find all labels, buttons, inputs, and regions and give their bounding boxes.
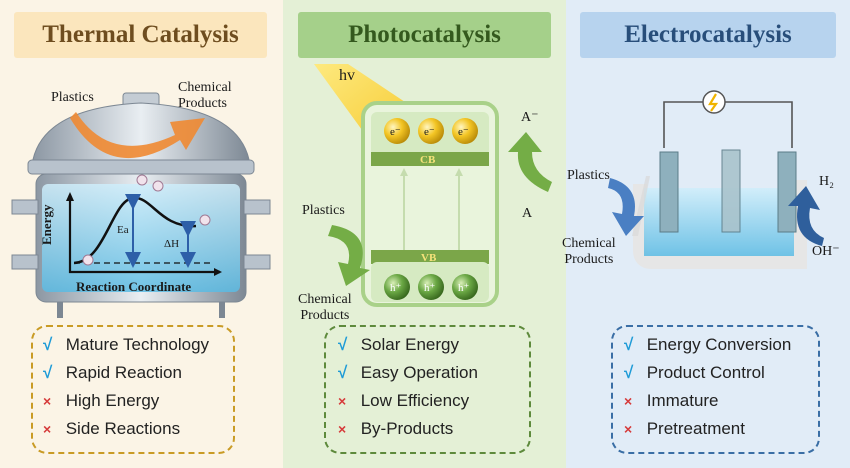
thermal-plastics-label: Plastics [51,90,94,105]
photo-feature-item: √ Easy Operation [338,363,478,383]
thermal-feature-item: √ Rapid Reaction [43,363,182,383]
photocatalyst-illustration [314,64,552,307]
photo-feature-text: Solar Energy [356,335,459,354]
check-icon: √ [624,363,634,382]
check-icon: √ [43,335,53,354]
cross-icon: × [43,393,52,409]
electro-feature-text: Product Control [642,363,765,382]
thermal-feature-text: High Energy [61,391,160,410]
check-icon: √ [43,363,53,382]
electro-feature-text: Immature [642,391,719,410]
anion-label: A⁻ [521,110,539,125]
enthalpy-label: ΔH [164,238,180,250]
activation-energy-label: Ea [117,224,129,236]
thermal-feature-item: × Side Reactions [43,419,180,439]
photo-feature-text: Easy Operation [356,363,478,382]
electro-feature-text: Pretreatment [642,419,745,438]
thermal-features-box [31,325,235,454]
electro-plastics-label: Plastics [567,168,610,183]
electro-feature-item: √ Energy Conversion [624,335,791,355]
thermal-title: Thermal Catalysis [14,12,267,58]
cb-label: CB [420,154,436,166]
electro-feature-item: √ Product Control [624,363,765,383]
electro-feature-text: Energy Conversion [642,335,792,354]
check-icon: √ [624,335,634,354]
thermal-feature-text: Side Reactions [61,419,181,438]
vb-label: VB [421,252,437,264]
light-label: hv [339,67,355,84]
electro-feature-item: × Pretreatment [624,419,745,439]
electron-2: e⁻ [424,126,435,138]
photo-feature-text: By-Products [356,419,454,438]
reactor-illustration [11,92,271,318]
hole-3: h⁺ [458,282,470,294]
thermal-feature-item: × High Energy [43,391,159,411]
check-icon: √ [338,335,348,354]
photo-products-label: Chemical Products [298,292,352,323]
photo-feature-text: Low Efficiency [356,391,470,410]
hole-1: h⁺ [390,282,402,294]
thermal-products-label: Chemical Products [178,80,232,111]
energy-axis-label: Energy [39,204,54,245]
hole-2: h⁺ [424,282,436,294]
h2-label: H₂ [819,174,834,189]
electro-title: Electrocatalysis [580,12,836,58]
electron-1: e⁻ [390,126,401,138]
cross-icon: × [624,393,633,409]
cross-icon: × [43,421,52,437]
thermal-feature-text: Rapid Reaction [61,363,182,382]
photo-feature-item: × By-Products [338,419,453,439]
photo-title: Photocatalysis [298,12,551,58]
check-icon: √ [338,363,348,382]
photo-feature-item: × Low Efficiency [338,391,469,411]
photo-plastics-label: Plastics [302,203,345,218]
thermal-feature-text: Mature Technology [61,335,210,354]
cross-icon: × [338,421,347,437]
electro-products-label: Chemical Products [562,236,616,267]
electrolyzer-illustration [608,90,824,269]
oh-label: OH⁻ [812,244,840,259]
electron-3: e⁻ [458,126,469,138]
photo-features-box [324,325,531,454]
reaction-axis-label: Reaction Coordinate [76,279,192,294]
thermal-feature-item: √ Mature Technology [43,335,209,355]
electro-features-box [611,325,820,454]
a-label: A [522,206,533,221]
photo-feature-item: √ Solar Energy [338,335,459,355]
cross-icon: × [338,393,347,409]
electro-feature-item: × Immature [624,391,719,411]
cross-icon: × [624,421,633,437]
